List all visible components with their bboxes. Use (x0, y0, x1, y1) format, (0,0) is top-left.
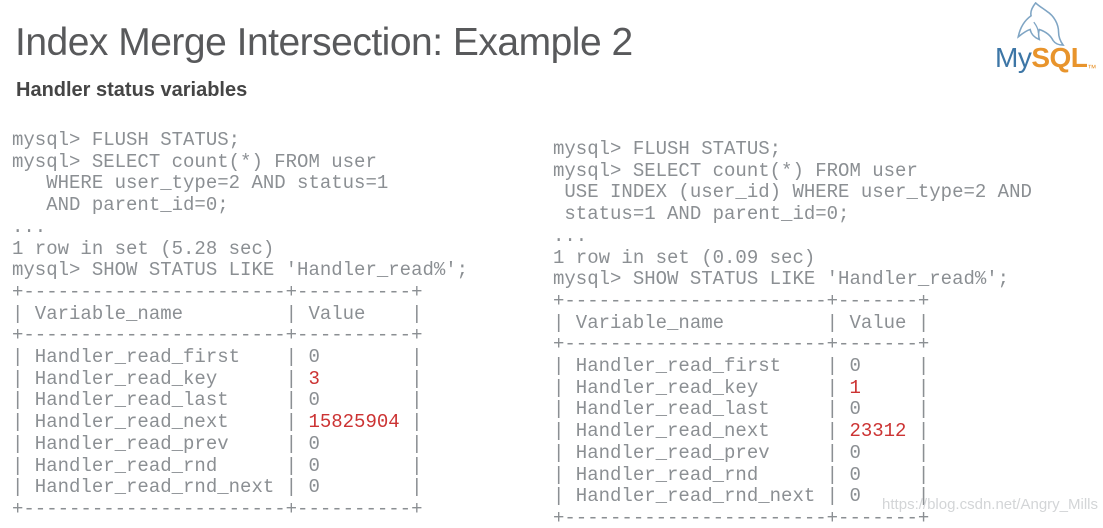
console-line: | Handler_read_last | 0 | (12, 389, 423, 412)
console-line: +-----------------------+----------+ (12, 497, 423, 520)
highlighted-value: 15825904 (308, 411, 400, 434)
console-line: mysql> FLUSH STATUS; (553, 138, 782, 160)
console-line: +-----------------------+----------+ (12, 280, 423, 303)
console-line: | Handler_read_last | 0 | (553, 398, 930, 421)
console-line: ... (553, 224, 588, 247)
console-line: +-----------------------+----------+ (12, 324, 423, 347)
console-line: | Variable_name | Value | (12, 302, 423, 325)
console-line: WHERE user_type=2 AND status=1 (12, 172, 389, 195)
console-output-right: mysql> FLUSH STATUS; mysql> SELECT count… (553, 138, 1032, 528)
mysql-wordmark-my: My (995, 42, 1032, 73)
console-line: | Handler_read_key | 1 | (553, 376, 930, 399)
mysql-logo: MySQL™ (995, 2, 1096, 73)
highlighted-value: 23312 (849, 420, 907, 443)
console-line: | Handler_read_key | 3 | (12, 367, 423, 390)
console-line: ... (12, 215, 47, 238)
console-line: | Handler_read_rnd_next | 0 | (553, 485, 930, 508)
console-line: mysql> SELECT count(*) FROM user (12, 150, 377, 173)
console-line: | Handler_read_next | 15825904 | (12, 411, 423, 434)
console-line: +-----------------------+-------+ (553, 289, 930, 312)
mysql-wordmark-sql: SQL (1031, 42, 1088, 73)
console-line: | Handler_read_first | 0 | (553, 355, 930, 378)
console-line: | Handler_read_rnd_next | 0 | (12, 476, 423, 499)
console-line: mysql> FLUSH STATUS; (12, 129, 241, 151)
console-line: | Handler_read_rnd | 0 | (553, 463, 930, 486)
console-line: 1 row in set (0.09 sec) (553, 246, 816, 269)
page-title: Index Merge Intersection: Example 2 (15, 21, 633, 64)
trademark-symbol: ™ (1087, 63, 1096, 73)
console-line: | Handler_read_next | 23312 | (553, 420, 930, 443)
highlighted-value: 3 (308, 367, 320, 390)
watermark-url: https://blog.csdn.net/Angry_Mills (882, 496, 1098, 513)
console-line: | Handler_read_prev | 0 | (553, 441, 930, 464)
console-line: | Handler_read_first | 0 | (12, 346, 423, 369)
console-line: | Variable_name | Value | (553, 311, 930, 334)
console-line: mysql> SELECT count(*) FROM user (553, 159, 918, 182)
mysql-wordmark: MySQL™ (995, 42, 1096, 73)
highlighted-value: 1 (849, 376, 861, 399)
console-line: | Handler_read_rnd | 0 | (12, 454, 423, 477)
console-line: | Handler_read_prev | 0 | (12, 432, 423, 455)
console-line: mysql> SHOW STATUS LIKE 'Handler_read%'; (553, 268, 1010, 291)
page-subtitle: Handler status variables (16, 79, 248, 101)
console-line: mysql> SHOW STATUS LIKE 'Handler_read%'; (12, 259, 469, 282)
mysql-dolphin-icon (1017, 2, 1065, 46)
console-line: AND parent_id=0; (12, 194, 229, 217)
console-line: +-----------------------+-------+ (553, 506, 930, 528)
console-line: +-----------------------+-------+ (553, 333, 930, 356)
console-line: USE INDEX (user_id) WHERE user_type=2 AN… (553, 181, 1032, 204)
console-line: status=1 AND parent_id=0; (553, 203, 850, 226)
console-output-left: mysql> FLUSH STATUS; mysql> SELECT count… (12, 129, 469, 521)
console-line: 1 row in set (5.28 sec) (12, 237, 275, 260)
